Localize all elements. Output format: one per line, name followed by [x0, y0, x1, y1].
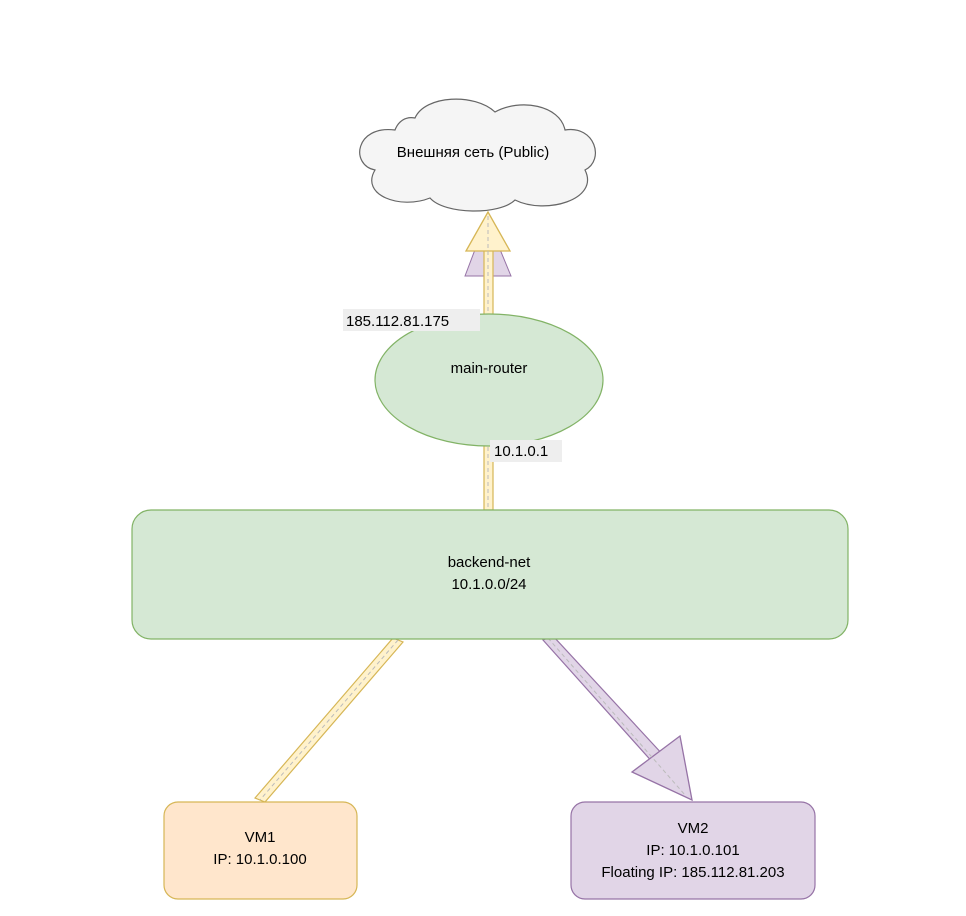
vm2-name: VM2 — [678, 820, 709, 837]
vm2-shape — [570, 801, 816, 900]
cloud-label: Внешняя сеть (Public) — [397, 144, 549, 161]
backend-net-node[interactable]: backend-net 10.1.0.0/24 — [131, 509, 849, 640]
router-public-ip-text: 185.112.81.175 — [346, 313, 449, 330]
router-gateway-ip-label: 10.1.0.1 — [490, 440, 562, 462]
cloud-shape — [359, 98, 596, 212]
router-shape — [374, 313, 604, 447]
vm1-name: VM1 — [245, 829, 276, 846]
vm1-ip: IP: 10.1.0.100 — [213, 851, 306, 868]
vm2-link-shaft — [541, 635, 666, 766]
external-network-cloud[interactable]: Внешняя сеть (Public) — [359, 98, 596, 212]
router-gateway-ip-text: 10.1.0.1 — [494, 443, 548, 460]
router-label: main-router — [451, 360, 528, 377]
vm2-node[interactable]: VM2 IP: 10.1.0.101 Floating IP: 185.112.… — [570, 801, 816, 900]
label-background — [490, 440, 562, 462]
link-dash — [259, 639, 399, 801]
main-router-node[interactable]: main-router — [374, 313, 604, 447]
network-to-vm1-link — [253, 637, 405, 803]
vm2-arrow-head — [630, 734, 693, 802]
router-public-ip-label: 185.112.81.175 — [343, 309, 480, 331]
vm1-shape — [163, 801, 358, 900]
backend-net-name: backend-net — [448, 554, 531, 571]
network-to-vm2-link — [541, 635, 693, 802]
vm2-floating-ip: Floating IP: 185.112.81.203 — [601, 864, 784, 881]
label-background — [343, 309, 480, 331]
backend-net-cidr: 10.1.0.0/24 — [451, 576, 526, 593]
vm1-node[interactable]: VM1 IP: 10.1.0.100 — [163, 801, 358, 900]
backend-net-shape — [131, 509, 849, 640]
router-to-internet-link — [464, 210, 512, 317]
vm2-ip: IP: 10.1.0.101 — [646, 842, 739, 859]
